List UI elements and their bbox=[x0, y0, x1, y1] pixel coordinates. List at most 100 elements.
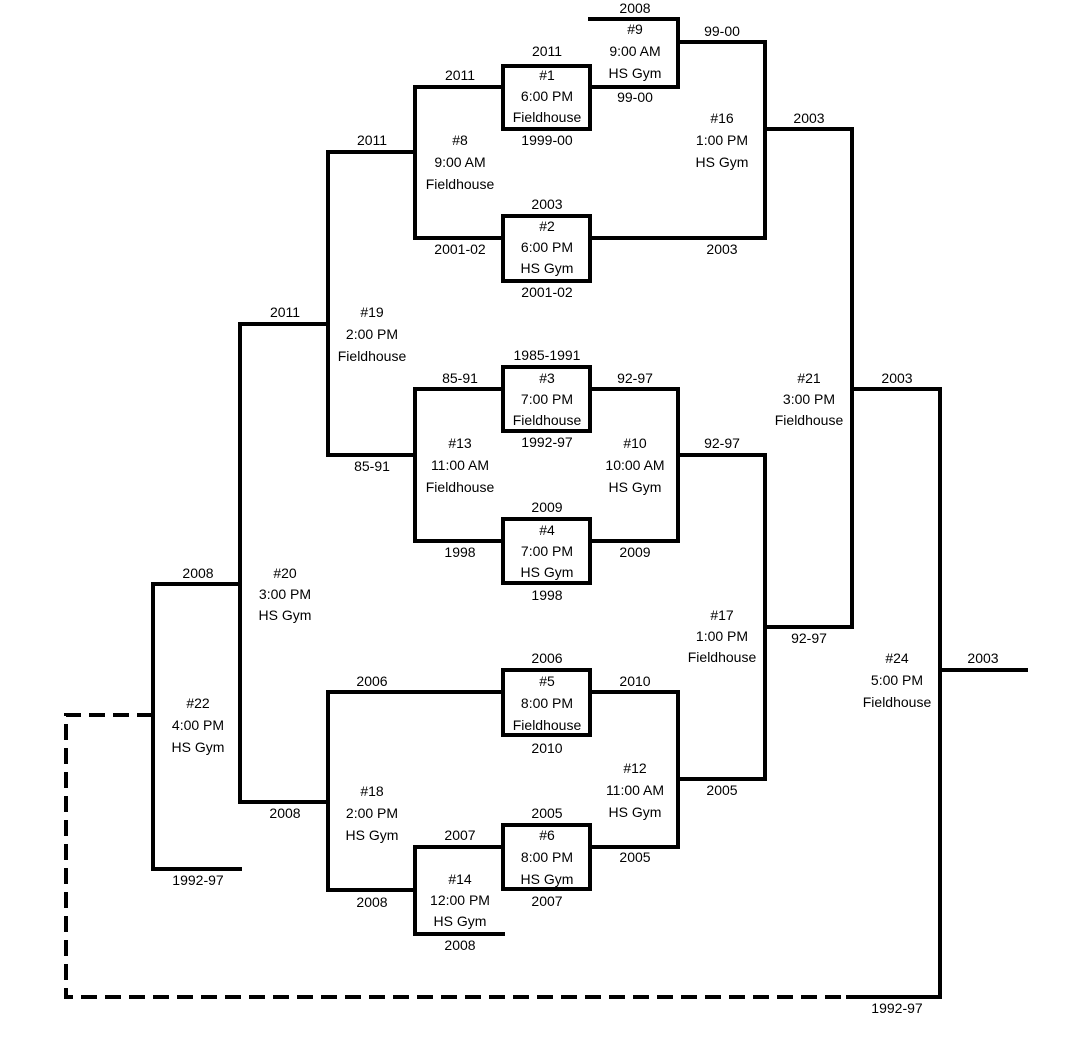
game-5-number: #5 bbox=[539, 673, 555, 689]
game-1-number: #1 bbox=[539, 67, 555, 83]
game-14-time: 12:00 PM bbox=[430, 892, 490, 908]
line-label-9297-g3out: 92-97 bbox=[617, 370, 653, 386]
game-16-number: #16 bbox=[710, 110, 734, 126]
game-10-venue: HS Gym bbox=[609, 479, 662, 495]
game-12-bracket bbox=[588, 690, 680, 849]
game-9-number: #9 bbox=[627, 21, 643, 37]
game-4-bottom-team: 1998 bbox=[531, 587, 562, 603]
line-label-2011-g19in: 2011 bbox=[270, 304, 300, 320]
game-14-number: #14 bbox=[448, 871, 472, 887]
game-16-time: 1:00 PM bbox=[696, 132, 748, 148]
game-3-time: 7:00 PM bbox=[521, 391, 573, 407]
game-2-number: #2 bbox=[539, 218, 555, 234]
line-label-2005-g6out: 2005 bbox=[619, 849, 650, 865]
game-5-venue: Fieldhouse bbox=[513, 717, 582, 733]
line-label-2009-g4out: 2009 bbox=[619, 544, 650, 560]
game-1-venue: Fieldhouse bbox=[513, 109, 582, 125]
line-label-2005-g12out: 2005 bbox=[706, 782, 737, 798]
game-12-number: #12 bbox=[623, 760, 647, 776]
game-5-box bbox=[501, 668, 592, 737]
game-5-bottom-team: 2010 bbox=[531, 740, 562, 756]
game-19-venue: Fieldhouse bbox=[338, 348, 407, 364]
game-13-time: 11:00 AM bbox=[431, 457, 489, 473]
dashed-path bbox=[64, 713, 848, 999]
game-10-bracket bbox=[588, 387, 680, 543]
game-13-number: #13 bbox=[448, 435, 472, 451]
game-5-top-team: 2006 bbox=[531, 650, 562, 666]
game-6-top-team: 2005 bbox=[531, 805, 562, 821]
game-2-box bbox=[501, 214, 592, 283]
line-label-2008-g18out: 2008 bbox=[356, 894, 387, 910]
game-19-number: #19 bbox=[360, 304, 384, 320]
game-4-venue: HS Gym bbox=[521, 564, 574, 580]
game-17-time: 1:00 PM bbox=[696, 628, 748, 644]
game-17-number: #17 bbox=[710, 607, 734, 623]
game-2-time: 6:00 PM bbox=[521, 239, 573, 255]
game-6-time: 8:00 PM bbox=[521, 849, 573, 865]
line-label-8591-g19: 85-91 bbox=[354, 458, 390, 474]
game-8-number: #8 bbox=[452, 132, 468, 148]
game-3-box bbox=[501, 365, 592, 433]
game-9-bracket bbox=[588, 17, 680, 89]
game-4-box bbox=[501, 517, 592, 585]
game-17-venue: Fieldhouse bbox=[688, 649, 757, 665]
game-8-venue: Fieldhouse bbox=[426, 176, 495, 192]
game-20-number: #20 bbox=[273, 565, 297, 581]
game-6-bottom-team: 2007 bbox=[531, 893, 562, 909]
game-16-bracket bbox=[588, 40, 767, 240]
line-label-2007-g6in: 2007 bbox=[444, 827, 475, 843]
game-9-venue: HS Gym bbox=[609, 65, 662, 81]
game-24-time: 5:00 PM bbox=[871, 672, 923, 688]
game-3-bottom-team: 1992-97 bbox=[521, 434, 573, 450]
game-20-time: 3:00 PM bbox=[259, 586, 311, 602]
game-1-top-team: 2011 bbox=[532, 43, 562, 59]
game-1-time: 6:00 PM bbox=[521, 88, 573, 104]
line-label-2008-g22in: 2008 bbox=[182, 565, 213, 581]
bracket-lines bbox=[64, 17, 1028, 999]
game-13-venue: Fieldhouse bbox=[426, 479, 495, 495]
game-4-number: #4 bbox=[539, 522, 555, 538]
line-label-2011-g8: 2011 bbox=[357, 132, 387, 148]
game-3-number: #3 bbox=[539, 370, 555, 386]
game-9-top-team: 2008 bbox=[619, 0, 650, 16]
game-24-number: #24 bbox=[885, 650, 909, 666]
line-label-2011-g1in: 2011 bbox=[445, 67, 475, 83]
game-18-number: #18 bbox=[360, 783, 384, 799]
game-8-time: 9:00 AM bbox=[434, 154, 485, 170]
game-22-bracket bbox=[151, 582, 242, 871]
game-19-bracket bbox=[326, 150, 417, 457]
line-label-2003-g21out: 2003 bbox=[881, 370, 912, 386]
game-3-top-team: 1985-1991 bbox=[514, 347, 581, 363]
game-2-top-team: 2003 bbox=[531, 196, 562, 212]
line-label-9900-g9in: 99-00 bbox=[617, 89, 653, 105]
line-label-2010-g5out: 2010 bbox=[619, 673, 650, 689]
game-12-time: 11:00 AM bbox=[606, 782, 664, 798]
game-14-venue: HS Gym bbox=[434, 913, 487, 929]
game-2-bottom-team: 2001-02 bbox=[521, 284, 573, 300]
game-18-bracket bbox=[326, 690, 505, 892]
line-label-2006-g5in: 2006 bbox=[356, 673, 387, 689]
game-16-venue: HS Gym bbox=[696, 154, 749, 170]
game-9-time: 9:00 AM bbox=[609, 43, 660, 59]
game-22-time: 4:00 PM bbox=[172, 717, 224, 733]
game-13-bracket bbox=[413, 387, 505, 543]
game-10-number: #10 bbox=[623, 435, 647, 451]
game-2-venue: HS Gym bbox=[521, 260, 574, 276]
line-label-2003-final: 2003 bbox=[967, 650, 998, 666]
game-5-time: 8:00 PM bbox=[521, 695, 573, 711]
line-label-0102-g8: 2001-02 bbox=[434, 241, 486, 257]
game-12-venue: HS Gym bbox=[609, 804, 662, 820]
game-21-bracket bbox=[763, 127, 854, 629]
game-10-time: 10:00 AM bbox=[605, 457, 664, 473]
line-label-8591-g3in: 85-91 bbox=[442, 370, 478, 386]
game-6-number: #6 bbox=[539, 827, 555, 843]
game-20-venue: HS Gym bbox=[259, 607, 312, 623]
game-24-bracket bbox=[846, 387, 942, 999]
game-14-bottom-team: 2008 bbox=[444, 937, 475, 953]
game-3-venue: Fieldhouse bbox=[513, 412, 582, 428]
game-21-venue: Fieldhouse bbox=[775, 412, 844, 428]
game-22-venue: HS Gym bbox=[172, 739, 225, 755]
line-label-2003-g2out: 2003 bbox=[706, 241, 737, 257]
game-24-venue: Fieldhouse bbox=[863, 694, 932, 710]
game-4-time: 7:00 PM bbox=[521, 543, 573, 559]
